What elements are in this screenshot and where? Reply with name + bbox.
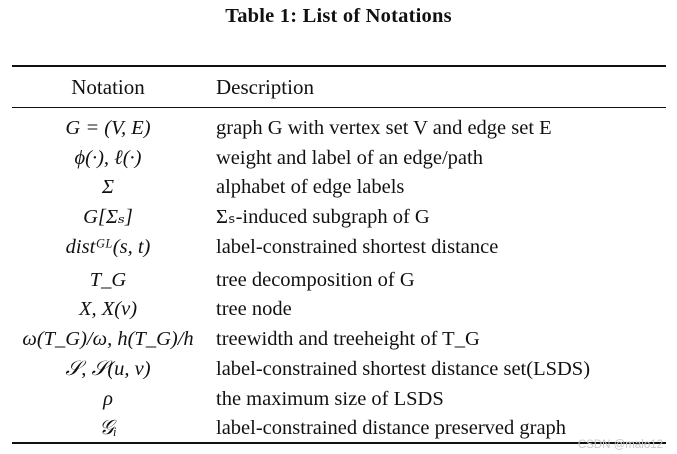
description-cell: label-constrained distance preserved gra… <box>216 417 567 440</box>
bottom-rule <box>12 442 666 444</box>
table-row: 𝒢ᵢ label-constrained distance preserved … <box>0 414 677 444</box>
description-cell: label-constrained shortest distance set(… <box>216 357 591 380</box>
description-cell: tree decomposition of G <box>216 268 415 291</box>
table-row: ϕ(·), ℓ(·) weight and label of an edge/p… <box>0 144 677 174</box>
watermark: CSDN @malo12 <box>577 439 663 451</box>
table-row: G[Σₛ] Σₛ-induced subgraph of G <box>0 203 677 233</box>
notation-cell: distᴳᴸ(s, t) <box>65 235 151 258</box>
table-caption: Table 1: List of Notations <box>225 5 452 27</box>
table-row: G = (V, E) graph G with vertex set V and… <box>0 114 677 144</box>
notation-cell: X, X(v) <box>78 298 138 321</box>
header-description: Description <box>216 75 314 99</box>
description-cell: label-constrained shortest distance <box>216 235 499 258</box>
notation-cell: 𝒮, 𝒮(u, v) <box>65 357 151 380</box>
table-row: ω(T_G)/ω, h(T_G)/h treewidth and treehei… <box>0 325 677 355</box>
notation-table-body: G = (V, E) graph G with vertex set V and… <box>0 114 677 444</box>
notation-cell: 𝒢ᵢ <box>99 417 117 440</box>
top-rule <box>12 65 666 67</box>
table-row: Σ alphabet of edge labels <box>0 173 677 203</box>
header-notation: Notation <box>71 75 145 99</box>
table-row: ρ the maximum size of LSDS <box>0 385 677 415</box>
description-cell: alphabet of edge labels <box>216 176 405 199</box>
description-cell: the maximum size of LSDS <box>216 387 444 410</box>
notation-cell: ρ <box>103 387 113 410</box>
notation-cell: G[Σₛ] <box>83 206 133 229</box>
table-row: distᴳᴸ(s, t) label-constrained shortest … <box>0 233 677 266</box>
description-cell: treewidth and treeheight of T_G <box>216 328 480 351</box>
description-cell: graph G with vertex set V and edge set E <box>216 117 552 139</box>
notation-cell: T_G <box>89 268 127 291</box>
header-rule <box>12 107 666 108</box>
table-row: 𝒮, 𝒮(u, v) label-constrained shortest di… <box>0 355 677 385</box>
table-row: X, X(v) tree node <box>0 295 677 325</box>
notation-cell: ω(T_G)/ω, h(T_G)/h <box>22 328 194 351</box>
description-cell: tree node <box>216 298 292 321</box>
notation-cell: G = (V, E) <box>65 117 151 139</box>
table-row: T_G tree decomposition of G <box>0 266 677 296</box>
notation-cell: Σ <box>101 176 115 199</box>
description-cell: weight and label of an edge/path <box>216 146 483 169</box>
description-cell: Σₛ-induced subgraph of G <box>216 206 430 229</box>
notation-cell: ϕ(·), ℓ(·) <box>74 146 142 169</box>
